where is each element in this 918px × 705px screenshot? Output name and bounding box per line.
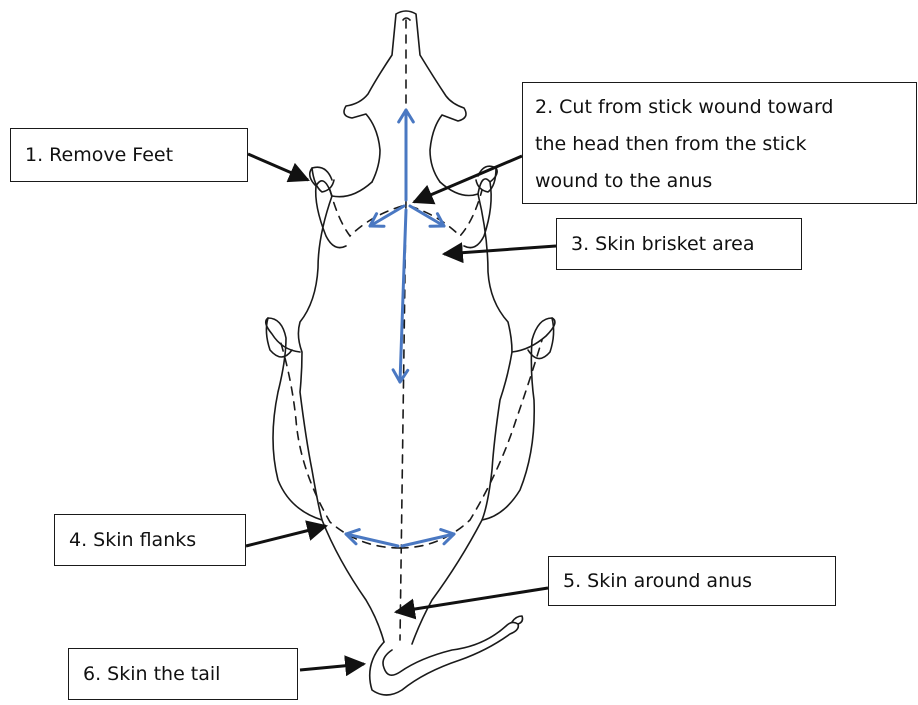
- step-1-label: 1. Remove Feet: [25, 144, 173, 166]
- step-2-callout: 2. Cut from stick wound toward the head …: [522, 82, 917, 204]
- hind-right-leg: [482, 318, 555, 520]
- arrow-toward-head: [399, 110, 414, 200]
- pointer-brisket: [444, 246, 556, 254]
- arrow-toward-anus: [393, 210, 408, 382]
- step-5-callout: 5. Skin around anus: [548, 556, 836, 606]
- cut-direction-arrows: [346, 110, 454, 546]
- step-1-callout: 1. Remove Feet: [10, 128, 248, 182]
- torso-left-outline: [298, 182, 384, 642]
- step-4-callout: 4. Skin flanks: [54, 514, 246, 566]
- pointer-remove-feet: [248, 154, 308, 180]
- pointer-anus: [396, 588, 548, 612]
- step-4-label: 4. Skin flanks: [69, 529, 196, 551]
- step-6-callout: 6. Skin the tail: [68, 648, 298, 700]
- hind-right-cut: [400, 340, 542, 548]
- pointer-flanks: [246, 526, 326, 546]
- arrow-front-right: [410, 206, 444, 226]
- step-6-label: 6. Skin the tail: [83, 663, 220, 685]
- step-3-label: 3. Skin brisket area: [571, 233, 755, 255]
- step-3-callout: 3. Skin brisket area: [556, 218, 802, 270]
- step-2-line-2: the head then from the stick: [535, 126, 906, 163]
- tail-outline: [370, 622, 519, 695]
- step-2-line-3: wound to the anus: [535, 163, 906, 200]
- pointer-tail: [300, 664, 364, 670]
- arrow-front-left: [370, 206, 404, 226]
- step-2-line-1: 2. Cut from stick wound toward: [535, 89, 906, 126]
- step-5-label: 5. Skin around anus: [563, 570, 752, 592]
- dashed-cut-lines: [280, 20, 542, 640]
- hind-left-cut: [280, 340, 400, 548]
